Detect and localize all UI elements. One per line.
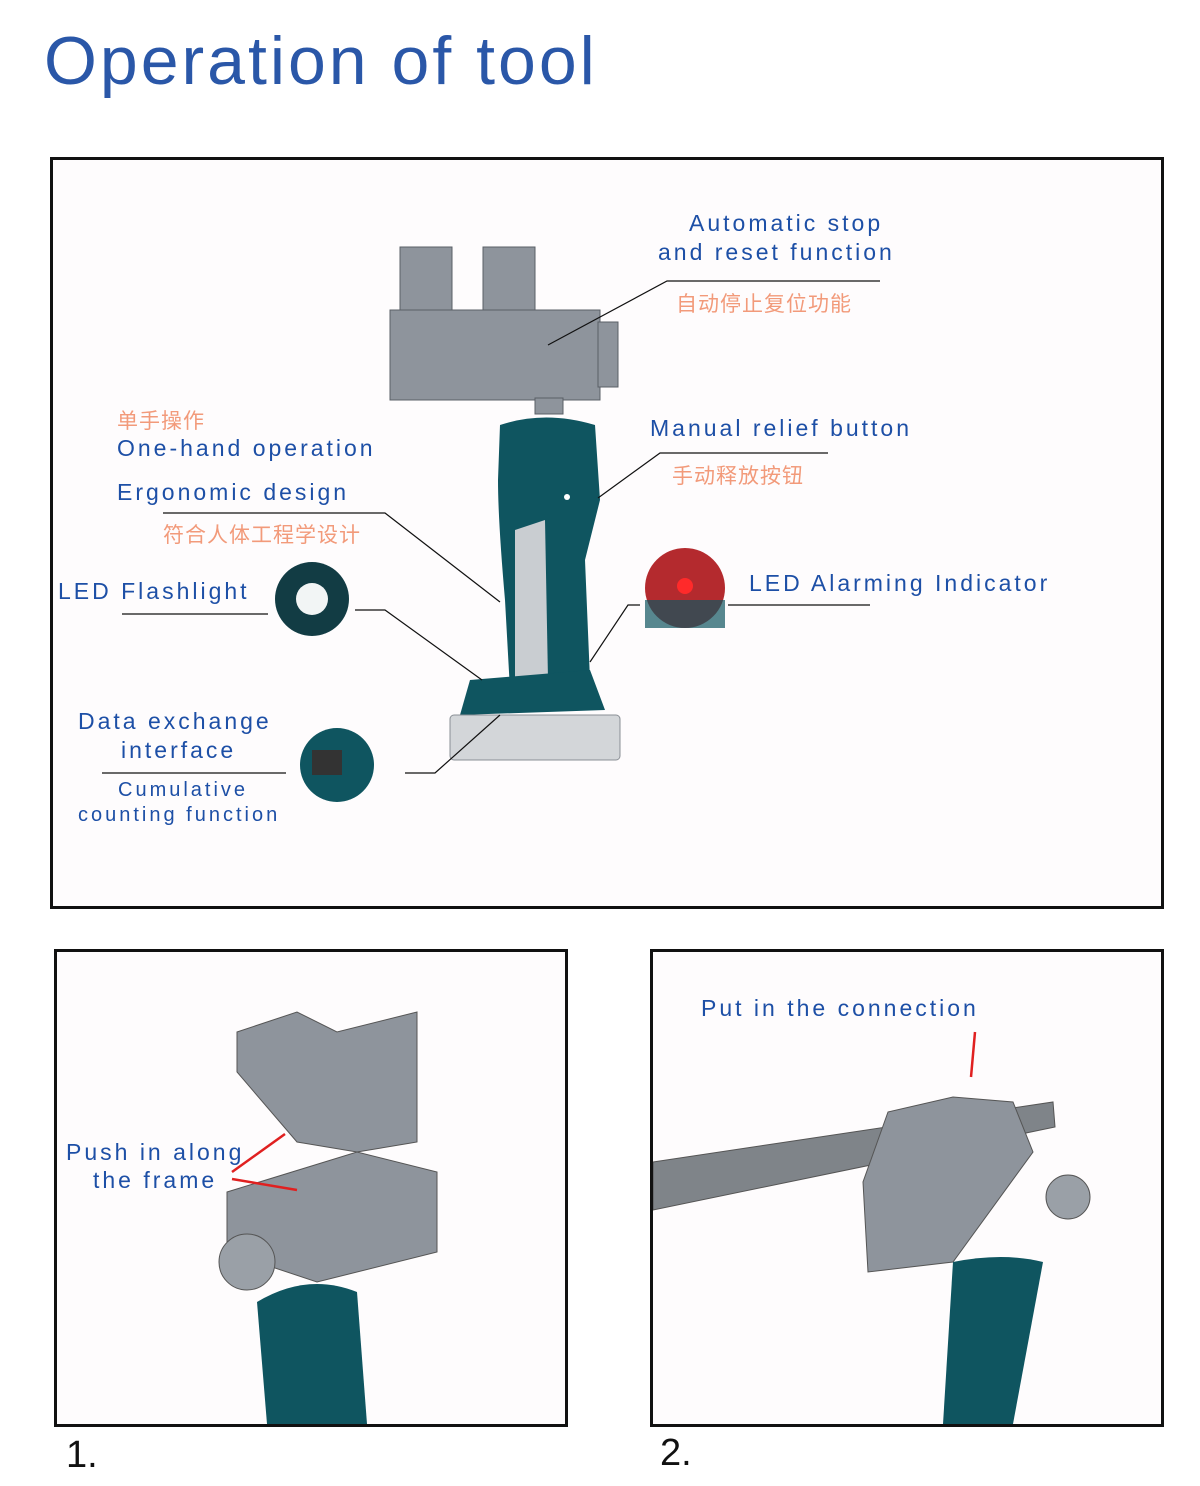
label-cumulative: Cumulative <box>118 779 249 801</box>
label-ergonomic-cn: 符合人体工程学设计 <box>163 524 361 547</box>
label-cumulative-2: counting function <box>78 804 281 826</box>
step2-panel <box>650 949 1164 1427</box>
label-one-hand: One-hand operation <box>117 435 376 461</box>
label-data-exchange-2: interface <box>121 737 237 763</box>
label-led-flashlight: LED Flashlight <box>58 578 250 604</box>
label-one-hand-cn: 单手操作 <box>117 410 205 433</box>
leader-lines <box>102 280 880 774</box>
label-ergonomic: Ergonomic design <box>117 479 350 505</box>
label-led-alarm: LED Alarming Indicator <box>749 570 1051 596</box>
label-manual-relief-cn: 手动释放按钮 <box>672 465 804 488</box>
label-manual-relief: Manual relief button <box>650 415 913 441</box>
tool-body <box>449 417 621 761</box>
red-arrows <box>231 1132 298 1192</box>
main-feature-panel <box>50 157 1164 909</box>
step1-label: Push in along <box>66 1139 245 1165</box>
step2-illustration <box>653 1031 1091 1424</box>
label-auto-stop-cn: 自动停止复位功能 <box>676 293 852 316</box>
tool-head <box>389 246 619 415</box>
step1-illustration <box>218 1011 438 1424</box>
red-arrow <box>969 1031 977 1078</box>
step1-label-2: the frame <box>93 1167 218 1193</box>
label-auto-stop: Automatic stop <box>689 210 884 236</box>
step2-number: 2. <box>660 1432 692 1474</box>
page-title: Operation of tool <box>44 23 598 99</box>
step2-label: Put in the connection <box>701 995 979 1021</box>
step1-panel <box>54 949 568 1427</box>
step1-number: 1. <box>66 1434 98 1476</box>
label-auto-stop-2: and reset function <box>658 239 895 265</box>
label-data-exchange: Data exchange <box>78 708 272 734</box>
